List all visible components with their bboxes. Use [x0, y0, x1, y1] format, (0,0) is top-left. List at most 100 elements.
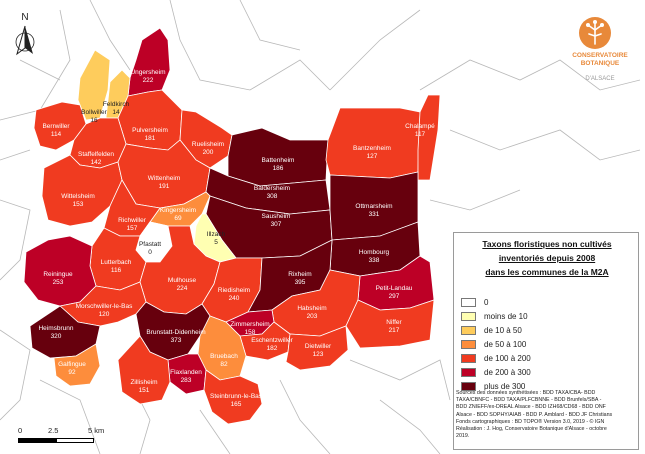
sources-line: TAXA/CBNFC - BDD TAXA/PLFCBNNE - BDD Bru… — [456, 397, 602, 404]
commune-niffer — [345, 299, 435, 349]
label-heimsbrunn: Heimsbrunn — [38, 325, 73, 332]
north-letter: N — [21, 12, 29, 23]
value-baldersheim: 308 — [267, 193, 278, 200]
value-petit-landau: 297 — [389, 293, 400, 300]
value-bollwiller: 16 — [90, 117, 98, 124]
legend-class-2: de 10 à 50 — [461, 323, 531, 337]
legend-class-6: plus de 300 — [461, 379, 531, 393]
value-bantzenheim: 127 — [367, 153, 378, 160]
north-arrow: N — [10, 12, 40, 60]
value-illzach: 5 — [214, 239, 218, 246]
legend-title-line-1: Taxons floristiques non cultivés — [482, 239, 612, 249]
sources-line: BDD ZNIEFF/ex-DREAL Alsace - BDD IZH68/C… — [456, 404, 606, 411]
value-heimsbrunn: 320 — [51, 333, 62, 340]
label-lutterbach: Lutterbach — [101, 259, 132, 266]
label-battenheim: Battenheim — [262, 157, 295, 164]
legend-class-3: de 50 à 100 — [461, 337, 531, 351]
value-berrwiller: 114 — [51, 131, 62, 138]
label-riedisheim: Riedisheim — [218, 287, 250, 294]
label-steinbrunn-le-bas: Steinbrunn-le-Bas — [210, 393, 263, 400]
value-brunstatt-didenheim: 373 — [171, 337, 182, 344]
value-chalamp-: 117 — [415, 131, 426, 138]
legend-title: Taxons floristiques non cultivés invento… — [454, 237, 640, 279]
label-pfastatt: Pfastatt — [139, 241, 161, 248]
legend-swatch — [461, 311, 476, 321]
label-ruelisheim: Ruelisheim — [192, 141, 224, 148]
scale-segment-dark — [18, 438, 56, 443]
commune-zillisheim — [117, 335, 171, 405]
value-galfingue: 92 — [68, 369, 76, 376]
value-staffelfelden: 142 — [91, 159, 102, 166]
value-feldkirch: 14 — [112, 109, 120, 116]
logo-subtitle: D'ALSACE — [585, 76, 615, 82]
value-niffer: 217 — [389, 327, 400, 334]
label-morschwiller-le-bas: Morschwiller-le-Bas — [76, 303, 133, 310]
label-bruebach: Bruebach — [210, 353, 238, 360]
value-steinbrunn-le-bas: 165 — [231, 401, 242, 408]
commune-chalampe — [417, 94, 441, 181]
label-bantzenheim: Bantzenheim — [353, 145, 391, 152]
sources-line: Fonds cartographiques : BD TOPO® Version… — [456, 418, 605, 425]
legend-label: de 200 à 300 — [484, 367, 531, 377]
label-hombourg: Hombourg — [359, 249, 390, 256]
value-ottmarsheim: 331 — [369, 211, 380, 218]
legend-class-4: de 100 à 200 — [461, 351, 531, 365]
label-kingersheim: Kingersheim — [160, 207, 196, 214]
label-mulhouse: Mulhouse — [168, 277, 197, 284]
label-richwiller: Richwiller — [118, 217, 147, 224]
value-richwiller: 157 — [127, 225, 138, 232]
label-bollwiller: Bollwiller — [81, 109, 107, 116]
commune-steinbrunn-le-bas — [203, 369, 263, 425]
value-zillisheim: 151 — [139, 387, 150, 394]
label-feldkirch: Feldkirch — [103, 101, 130, 108]
label-dietwiller: Dietwiller — [305, 343, 332, 350]
label-sausheim: Sausheim — [262, 213, 291, 220]
value-rixheim: 395 — [295, 279, 306, 286]
scale-segment-light — [56, 438, 94, 443]
label-petit-landau: Petit-Landau — [376, 285, 413, 292]
legend-label: de 10 à 50 — [484, 325, 522, 335]
label-wittelsheim: Wittelsheim — [61, 193, 95, 200]
legend-label: de 50 à 100 — [484, 339, 527, 349]
commune-polygons — [23, 27, 441, 425]
label-rixheim: Rixheim — [288, 271, 311, 278]
value-reiningue: 253 — [53, 279, 64, 286]
value-ungersheim: 222 — [143, 77, 154, 84]
label-niffer: Niffer — [386, 319, 402, 326]
commune-dietwiller — [285, 325, 349, 371]
label-flaxlanden: Flaxlanden — [170, 369, 202, 376]
commune-ungersheim — [127, 27, 171, 97]
north-arrow-icon — [15, 25, 35, 56]
label-berrwiller: Berrwiller — [42, 123, 70, 130]
value-dietwiller: 123 — [313, 351, 324, 358]
value-flaxlanden: 283 — [181, 377, 192, 384]
sources-line: Sources des données synthétisées : BDD T… — [456, 390, 596, 396]
legend-title-line-2: inventoriés depuis 2008 — [498, 253, 596, 263]
legend-class-1: moins de 10 — [461, 309, 531, 323]
sources-line: 2019. — [456, 433, 470, 440]
label-galfingue: Galfingue — [58, 361, 86, 368]
legend-swatch — [461, 339, 476, 349]
commune-bantzenheim — [325, 107, 421, 179]
value-bruebach: 82 — [220, 361, 228, 368]
scale-label-end: 5 km — [88, 426, 105, 435]
label-habsheim: Habsheim — [297, 305, 326, 312]
value-ruelisheim: 200 — [203, 149, 214, 156]
label-ottmarsheim: Ottmarsheim — [355, 203, 392, 210]
sources-text: Sources des données synthétisées : BDD T… — [456, 390, 638, 440]
value-wittelsheim: 153 — [73, 201, 84, 208]
label-ungersheim: Ungersheim — [130, 69, 165, 76]
value-riedisheim: 240 — [229, 295, 240, 302]
value-habsheim: 203 — [307, 313, 318, 320]
flower-logo-icon — [579, 17, 611, 49]
value-pfastatt: 0 — [148, 249, 152, 256]
value-battenheim: 186 — [273, 165, 284, 172]
value-morschwiller-le-bas: 120 — [99, 311, 110, 318]
scale-label-0: 0 — [18, 426, 23, 435]
label-pulversheim: Pulversheim — [132, 127, 168, 134]
legend-box: Taxons floristiques non cultivés invento… — [453, 232, 639, 450]
logo-line-1: CONSERVATOIRE — [572, 52, 628, 59]
commune-galfingue — [53, 343, 101, 387]
